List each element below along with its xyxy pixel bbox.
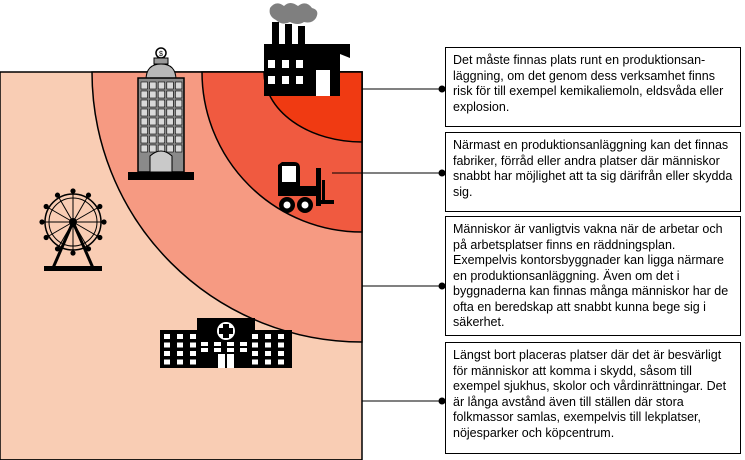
hospital-icon [160, 318, 292, 368]
description-text: Människor är vanligtvis vakna när de arb… [453, 222, 729, 329]
description-text: Längst bort placeras platser där det är … [453, 348, 727, 440]
forklift-icon [278, 162, 334, 213]
office-building-icon: $ [128, 47, 194, 180]
description-text: Närmast en produktionsanläggning kan det… [453, 138, 733, 199]
description-text: Det måste finnas plats runt en produktio… [453, 53, 724, 114]
description-box-zone-4: Längst bort placeras platser där det är … [445, 342, 741, 454]
description-box-zone-1: Det måste finnas plats runt en produktio… [445, 47, 741, 127]
description-box-zone-2: Närmast en produktionsanläggning kan det… [445, 132, 741, 212]
description-box-zone-3: Människor är vanligtvis vakna när de arb… [445, 216, 741, 336]
ferris-wheel-icon [39, 188, 107, 271]
factory-icon [264, 3, 350, 96]
connector-dots [438, 85, 446, 405]
svg-text:$: $ [159, 51, 163, 58]
connector-lines [332, 88, 442, 402]
